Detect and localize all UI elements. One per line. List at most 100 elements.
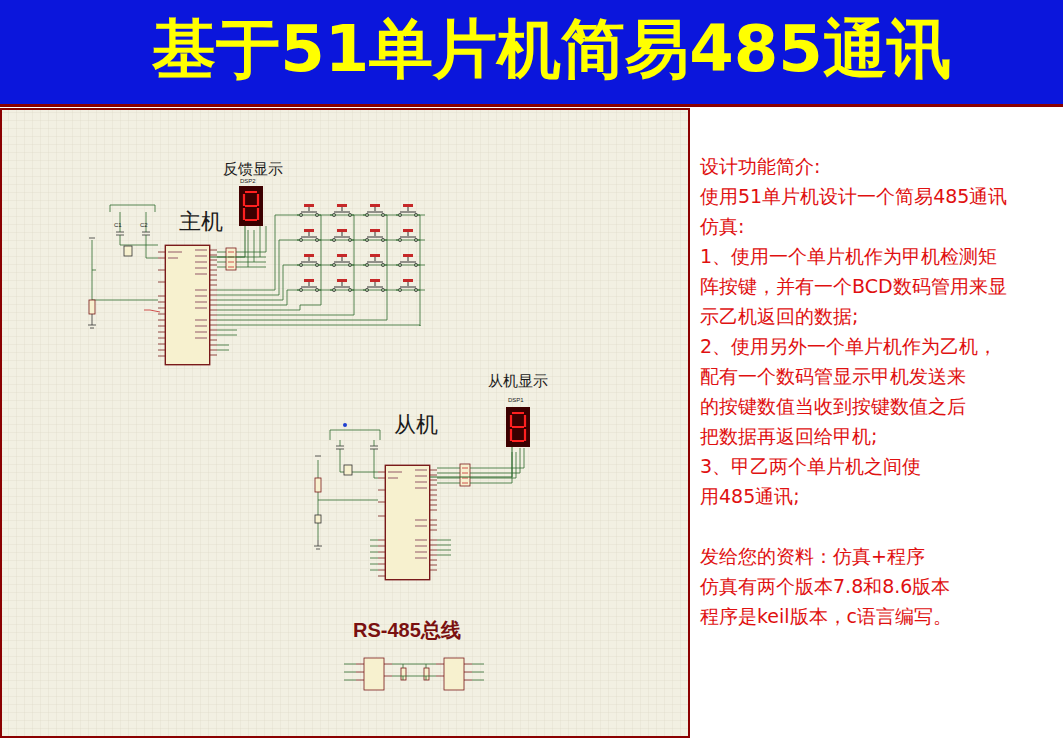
label-holder: 发给您的资料：仿真+程序 (700, 545, 925, 568)
label-holder: 设计功能简介: (700, 155, 820, 178)
slave-net-stubs (370, 540, 451, 570)
part-reference: C1 (114, 222, 122, 229)
slave-clock-circuit-part (318, 460, 378, 540)
component-heading: 从机 (394, 413, 438, 437)
slave-clock-circuit-part (340, 440, 378, 478)
description-line: 2、使用另外一个单片机作为乙机， (700, 335, 997, 358)
component-heading: 主机 (179, 210, 223, 234)
label-holder: 阵按键，并有一个BCD数码管用来显 (700, 275, 1007, 298)
rs485-transceivers-part (392, 664, 436, 680)
master-net-stubs (217, 330, 237, 350)
slave-clock-circuit-part (344, 465, 352, 475)
resistor-pack-part (228, 252, 234, 267)
seven-segment-display-part (239, 186, 263, 226)
resistor-pack-part (217, 252, 266, 267)
grid-ground (2, 110, 688, 736)
rs485-transceivers-part (401, 668, 406, 680)
master-clock-circuit-part (110, 205, 155, 212)
label-holder: 的按键数值当收到按键数值之后 (700, 395, 966, 418)
label-holder: C1 (114, 222, 122, 229)
display-node: 反馈显示 (239, 186, 263, 226)
rs485-transceivers (344, 658, 484, 690)
label-holder: 程序是keil版本，c语言编写。 (700, 605, 952, 628)
label-holder: 用485通讯; (700, 485, 800, 508)
slave-clock-circuit-part (336, 446, 378, 449)
part-reference: DSP1 (508, 397, 524, 404)
bus-node: RS-485总线 (342, 652, 492, 694)
description-line: 设计功能简介: (700, 155, 820, 178)
matrix-keypad (217, 204, 425, 326)
master-clock-circuit-part (92, 240, 158, 300)
description-line: 把数据再返回给甲机; (700, 425, 877, 448)
resistor-pack (437, 448, 524, 486)
slave-net-stubs-part (370, 540, 451, 570)
wire-line (430, 447, 512, 477)
part-reference: DSP2 (240, 178, 256, 185)
title-banner: 基于51单片机简易485通讯 (0, 0, 1063, 104)
master-clock-circuit (88, 205, 160, 328)
label-holder: 使用51单片机设计一个简易485通讯 (700, 185, 1007, 208)
master-mcu-symbol-part (168, 250, 207, 338)
description-line: 阵按键，并有一个BCD数码管用来显 (700, 275, 1007, 298)
component-heading: 反馈显示 (223, 161, 283, 178)
seven-segment-display-part (244, 192, 258, 220)
master-mcu-symbol-part (210, 250, 217, 355)
matrix-keypad-part (217, 215, 290, 305)
master-clock-circuit-part (124, 246, 132, 256)
label-holder: 3、甲乙两个单片机之间使 (700, 455, 921, 478)
master-clock-circuit-part (116, 232, 150, 235)
description-line: 发给您的资料：仿真+程序 (700, 545, 925, 568)
master-clock-circuit-part (88, 314, 96, 328)
matrix-keypad-part (321, 215, 420, 326)
rs485-transceivers-part (444, 658, 464, 690)
description-line: 的按键数值当收到按键数值之后 (700, 395, 966, 418)
resistor-pack-part (248, 226, 266, 267)
description-line: 程序是keil版本，c语言编写。 (700, 605, 952, 628)
label-holder: 仿真有两个版本7.8和8.6版本 (700, 575, 950, 598)
label-holder: 示乙机返回的数据; (700, 305, 858, 328)
slave-clock-circuit-part (315, 456, 321, 457)
seven-segment-display-part (511, 413, 525, 441)
description-line: 仿真: (700, 215, 744, 238)
mcu-node: 主机 (165, 245, 210, 365)
slave-clock-circuit-part (314, 540, 322, 549)
master-clock-circuit-part (144, 310, 160, 312)
slave-clock-circuit-part (330, 430, 380, 440)
description-line: 示乙机返回的数据; (700, 305, 858, 328)
matrix-keypad-part (290, 215, 425, 290)
slave-mcu-symbol-part (378, 472, 385, 576)
slave-mcu-symbol-part (388, 470, 427, 558)
master-mcu-symbol-part (158, 252, 165, 356)
slave-clock-circuit-part (343, 423, 347, 427)
slave-mcu-symbol-part (430, 470, 437, 570)
part-reference: C2 (140, 222, 148, 229)
resistor-pack-part (437, 468, 524, 483)
description-line: 仿真有两个版本7.8和8.6版本 (700, 575, 950, 598)
description-line: 配有一个数码管显示甲机发送来 (700, 365, 966, 388)
master-clock-circuit-part (89, 238, 95, 239)
resistor-pack (217, 226, 266, 270)
description-line: 1、使用一个单片机作为甲机检测矩 (700, 245, 997, 268)
rs485-transceivers-part (424, 668, 429, 680)
slave-clock-circuit-part (315, 515, 321, 523)
rs485-transceivers-part (364, 658, 384, 690)
title-text: 基于51单片机简易485通讯 (152, 14, 951, 84)
resistor-pack-part (512, 448, 524, 483)
slave-clock-circuit-part (315, 478, 321, 492)
resistor-pack-part (460, 464, 470, 486)
master-clock-circuit-part (120, 212, 158, 258)
description-line: 使用51单片机设计一个简易485通讯 (700, 185, 1007, 208)
label-holder: DSP2 (240, 178, 256, 185)
slave-clock-circuit (314, 423, 380, 549)
rs485-transceivers-part (344, 664, 484, 680)
wire-connector (430, 447, 512, 477)
rs485-transceivers-part (356, 664, 472, 680)
description-line: 3、甲乙两个单片机之间使 (700, 455, 921, 478)
label-holder: 1、使用一个单片机作为甲机检测矩 (700, 245, 997, 268)
slave-mcu-symbol (378, 465, 437, 580)
component-heading: RS-485总线 (353, 619, 461, 641)
resistor-pack-part (462, 468, 468, 483)
display-node: 从机显示 (506, 407, 530, 447)
label-holder: 配有一个数码管显示甲机发送来 (700, 365, 966, 388)
label-holder: 把数据再返回给甲机; (700, 425, 877, 448)
